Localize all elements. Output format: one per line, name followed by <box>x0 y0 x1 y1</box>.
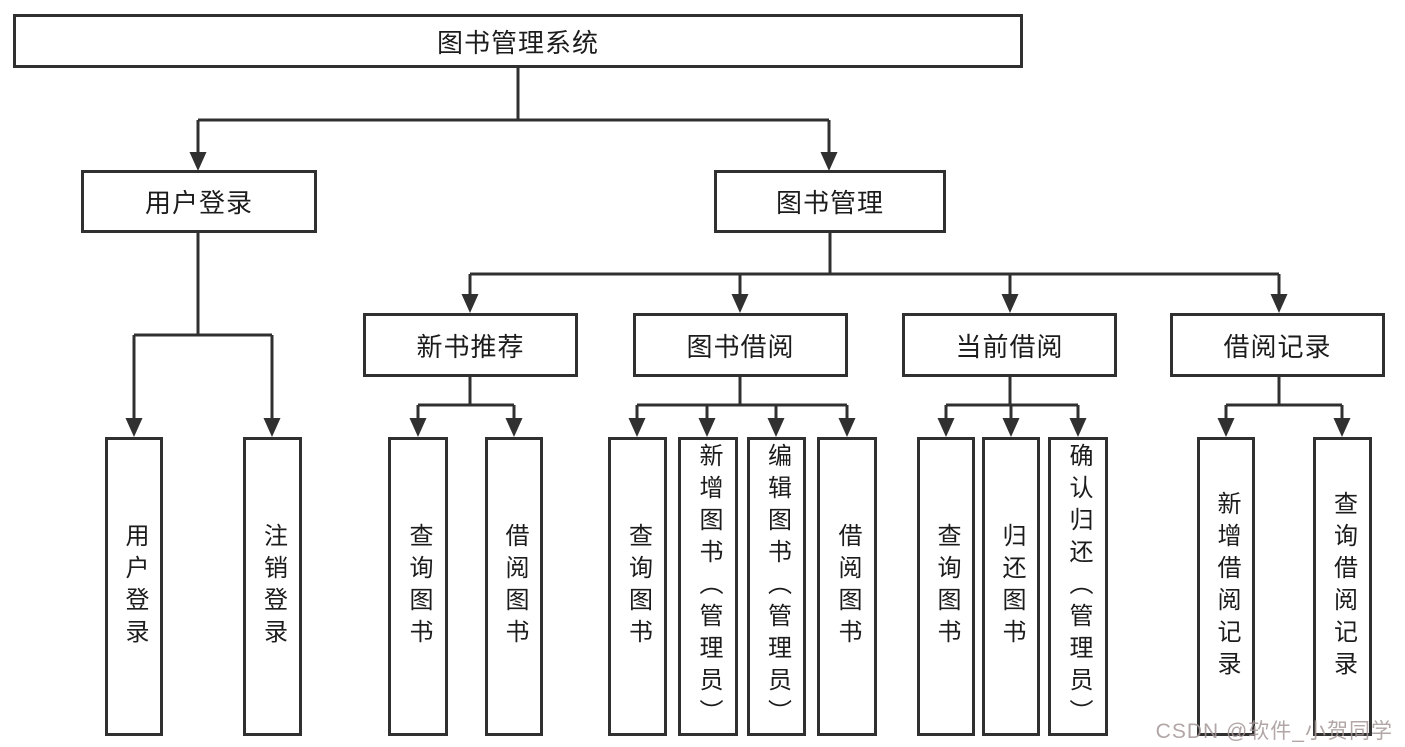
leaf-user-login: 用户登录 <box>105 437 163 736</box>
node-label: 用户登录 <box>121 522 148 651</box>
node-label: 借阅图书 <box>501 522 528 651</box>
node-current-borrowing: 当前借阅 <box>902 313 1117 377</box>
node-label: 图书管理系统 <box>436 27 599 58</box>
node-label: 查询图书 <box>405 522 432 651</box>
node-label: 图书管理 <box>775 188 884 218</box>
node-label: 用户登录 <box>144 188 253 218</box>
node-label: 查询图书 <box>624 522 652 651</box>
node-label: 图书借阅 <box>686 331 795 362</box>
leaf-add-books-admin: 新增图书（管理员） <box>678 437 738 736</box>
node-new-book-recommend: 新书推荐 <box>363 313 578 377</box>
node-user-login: 用户登录 <box>81 170 317 233</box>
node-label: 查询图书 <box>933 522 960 651</box>
leaf-query-books-borrowing: 查询图书 <box>608 437 667 736</box>
leaf-add-borrow-record: 新增借阅记录 <box>1197 437 1255 736</box>
node-book-borrowing: 图书借阅 <box>633 313 848 377</box>
node-label: 当前借阅 <box>955 331 1064 362</box>
node-label: 新增图书（管理员） <box>695 442 722 731</box>
leaf-query-borrow-record: 查询借阅记录 <box>1313 437 1372 736</box>
arrowhead-icons <box>125 152 1351 437</box>
node-label: 查询借阅记录 <box>1329 490 1357 683</box>
leaf-borrow-books-recommend: 借阅图书 <box>485 437 543 736</box>
leaf-edit-books-admin: 编辑图书（管理员） <box>747 437 806 736</box>
leaf-confirm-return-admin: 确认归还（管理员） <box>1048 437 1108 736</box>
node-label: 编辑图书（管理员） <box>763 442 791 731</box>
node-label: 新书推荐 <box>416 331 525 362</box>
node-label: 借阅图书 <box>834 522 861 651</box>
leaf-logout: 注销登录 <box>243 437 302 736</box>
node-borrowing-records: 借阅记录 <box>1170 313 1385 377</box>
node-label: 借阅记录 <box>1223 331 1332 362</box>
node-label: 注销登录 <box>259 522 287 651</box>
node-label: 新增借阅记录 <box>1213 490 1240 683</box>
leaf-query-books-current: 查询图书 <box>917 437 975 736</box>
node-library-management-system: 图书管理系统 <box>13 14 1023 68</box>
node-label: 确认归还（管理员） <box>1065 442 1092 731</box>
node-label: 归还图书 <box>998 522 1025 651</box>
leaf-return-books: 归还图书 <box>982 437 1040 736</box>
leaf-borrow-books: 借阅图书 <box>817 437 877 736</box>
csdn-watermark: CSDN @软件_小贺同学 <box>1155 720 1393 743</box>
node-book-management: 图书管理 <box>714 170 946 233</box>
leaf-query-books-recommend: 查询图书 <box>388 437 448 736</box>
